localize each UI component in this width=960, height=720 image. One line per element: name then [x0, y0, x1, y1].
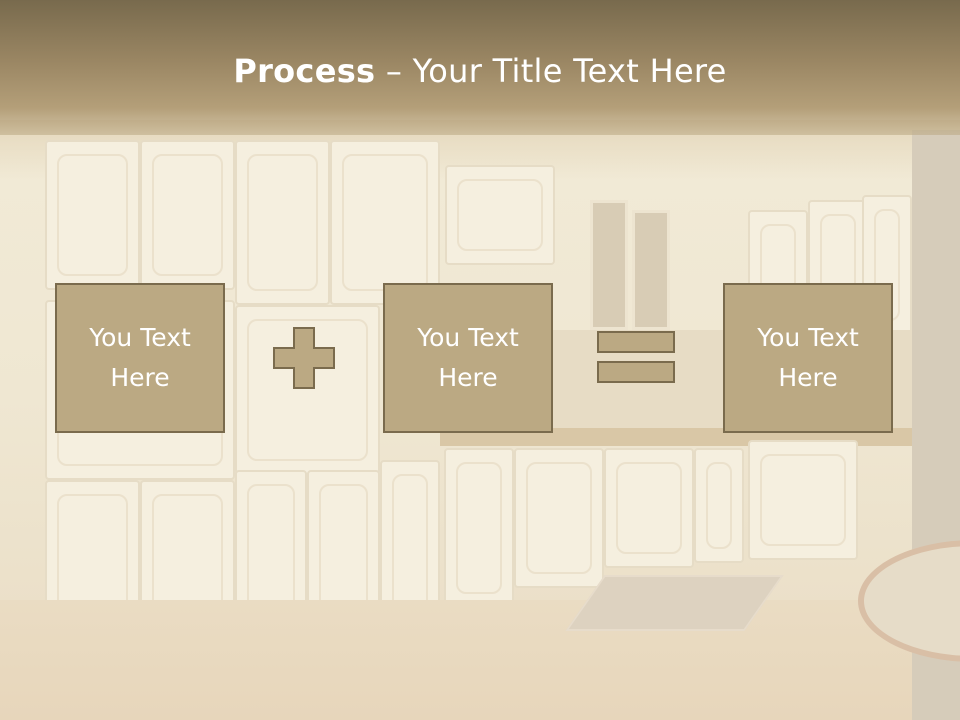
- lower-cabinet: [694, 448, 744, 563]
- title-bold: Process: [233, 52, 376, 90]
- process-box-1[interactable]: You Text Here: [55, 283, 225, 433]
- lower-cabinet: [514, 448, 604, 588]
- lower-cabinet: [604, 448, 694, 568]
- upper-cabinet: [445, 165, 555, 265]
- process-box-text: You Text Here: [89, 323, 191, 392]
- title-bar: Process – Your Title Text Here: [0, 0, 960, 135]
- process-box-text: You Text Here: [757, 323, 859, 392]
- floor: [0, 600, 960, 720]
- drawer-stack: [444, 448, 514, 608]
- upper-cabinet: [140, 140, 235, 290]
- process-box-3[interactable]: You Text Here: [723, 283, 893, 433]
- slide-title: Process – Your Title Text Here: [0, 52, 960, 90]
- glass-cabinet: [590, 200, 628, 330]
- upper-cabinet: [45, 140, 140, 290]
- process-box-2[interactable]: You Text Here: [383, 283, 553, 433]
- title-separator: –: [375, 52, 413, 90]
- glass-cabinet: [632, 210, 670, 330]
- upper-cabinet: [330, 140, 440, 305]
- lower-cabinet: [748, 440, 858, 560]
- plus-icon: [273, 327, 335, 389]
- process-box-text: You Text Here: [417, 323, 519, 392]
- equals-icon: [597, 331, 675, 383]
- upper-cabinet: [235, 140, 330, 305]
- title-rest: Your Title Text Here: [412, 52, 727, 90]
